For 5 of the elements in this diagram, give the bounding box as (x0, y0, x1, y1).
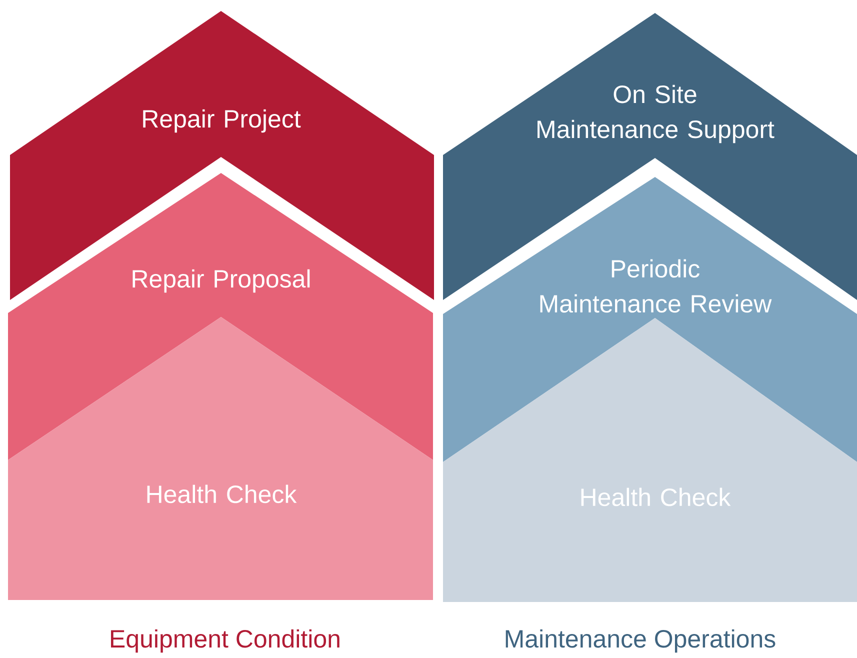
column-caption: Maintenance Operations (506, 629, 776, 653)
chevron-band: Repair Proposal (8, 173, 433, 460)
column-caption: Equipment Condition (111, 629, 340, 653)
chevron-band: Periodic Maintenance Review (443, 177, 857, 462)
chevron-band: Health Check (8, 316, 433, 600)
